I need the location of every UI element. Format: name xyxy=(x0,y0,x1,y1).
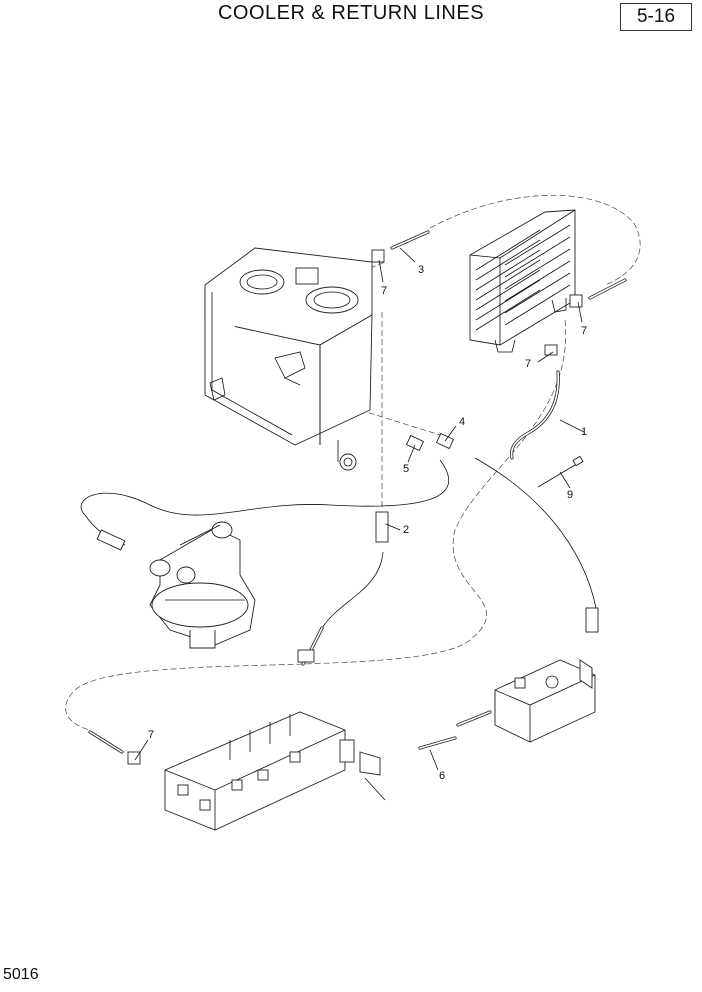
hydraulic-tank-icon xyxy=(204,247,373,471)
leader-lines xyxy=(134,247,585,771)
callout-2: 2 xyxy=(403,524,409,536)
callout-1: 1 xyxy=(581,426,587,438)
oil-cooler-icon xyxy=(469,209,576,353)
callout-7-tank: 7 xyxy=(381,285,387,297)
callout-9: 9 xyxy=(567,489,573,501)
callout-3: 3 xyxy=(418,264,424,276)
check-valve-block-icon xyxy=(494,659,596,743)
callouts: 1 2 3 4 5 6 7 7 7 7 9 xyxy=(148,264,587,782)
callout-7-cooler-right: 7 xyxy=(581,325,587,337)
callout-4: 4 xyxy=(459,416,465,428)
page-title: COOLER & RETURN LINES xyxy=(217,2,485,24)
hoses xyxy=(80,230,627,754)
callout-5: 5 xyxy=(403,463,409,475)
callout-7-cooler-bottom: 7 xyxy=(525,358,531,370)
callout-7-valve: 7 xyxy=(148,729,154,741)
swing-motor-icon xyxy=(149,521,256,649)
callout-6: 6 xyxy=(439,770,445,782)
fittings xyxy=(96,249,599,765)
control-valve-icon xyxy=(164,711,386,831)
page-reference-box: 5-16 xyxy=(620,3,692,31)
drawing-code: 5016 xyxy=(3,966,39,983)
